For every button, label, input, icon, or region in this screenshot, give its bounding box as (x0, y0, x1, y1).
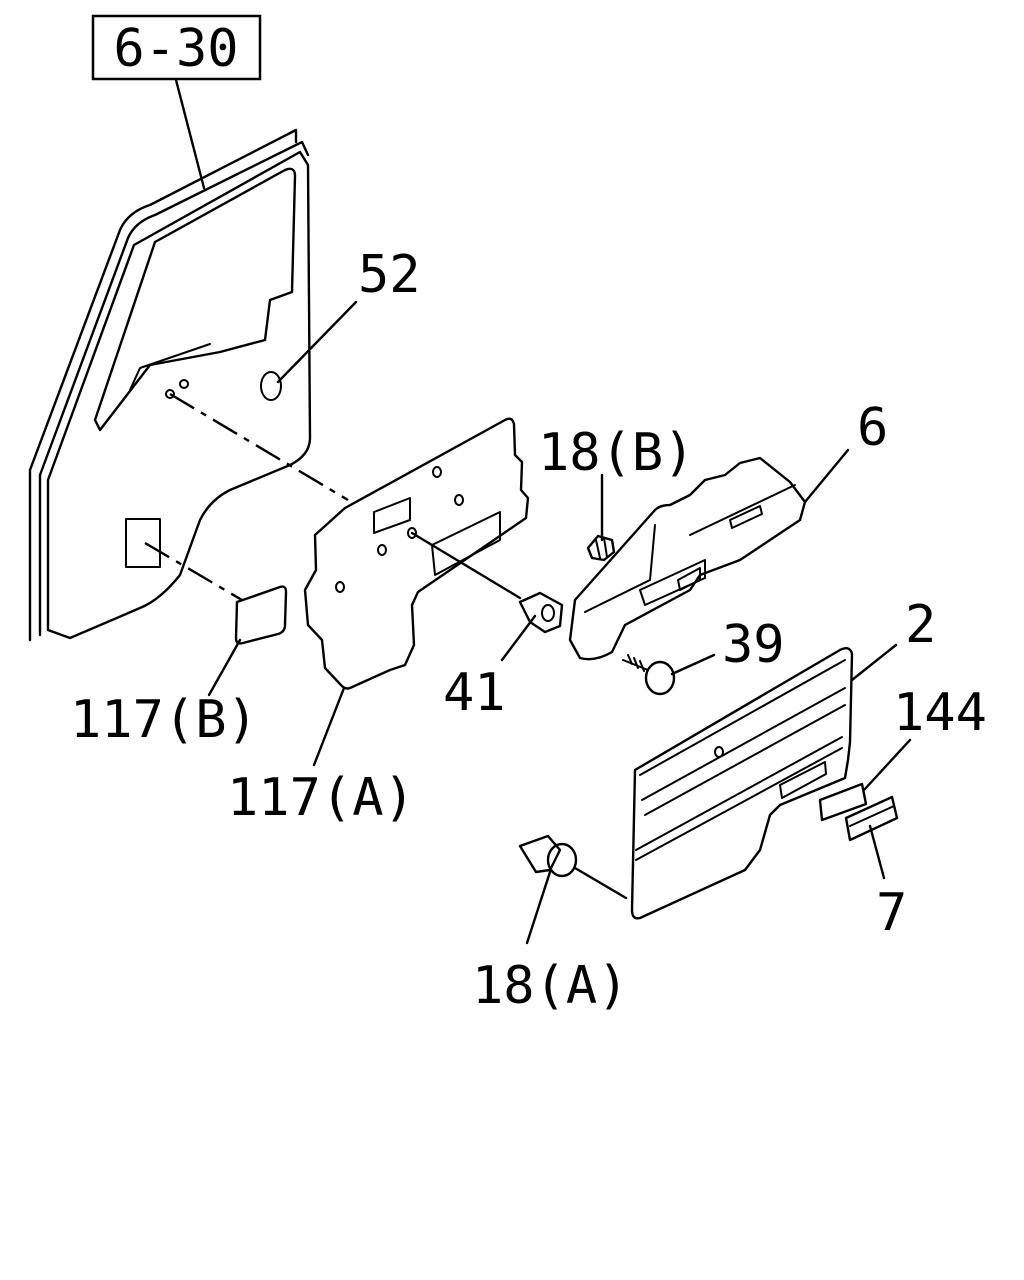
leader-line (312, 686, 346, 767)
leader-line (207, 638, 242, 697)
clip-18a (518, 834, 578, 878)
label-18b[interactable]: 18(B) (538, 423, 695, 483)
label-2[interactable]: 2 (905, 595, 936, 655)
handle-144 (818, 782, 868, 822)
label-7[interactable]: 7 (876, 883, 907, 943)
label-18a[interactable]: 18(A) (472, 956, 629, 1016)
label-52[interactable]: 52 (358, 245, 421, 305)
leader-line (174, 78, 206, 190)
leader-line (862, 738, 912, 792)
clip-18b (586, 534, 616, 562)
door-shell (28, 128, 312, 642)
sealing-sheet-117b (234, 585, 288, 645)
reference-label: 6-30 (113, 19, 238, 79)
trim-panel-2 (630, 647, 854, 920)
label-117a[interactable]: 117(A) (227, 768, 415, 828)
watershield-117a (303, 417, 530, 690)
leader-line (868, 824, 886, 880)
label-117b[interactable]: 117(B) (70, 690, 258, 750)
bezel-7 (844, 795, 899, 842)
leader-line (525, 870, 552, 945)
leader-line (803, 448, 850, 504)
guide-line (144, 541, 243, 602)
leader-line (850, 643, 898, 682)
leader-line (573, 866, 628, 900)
leader-line (276, 300, 358, 384)
screw-39 (622, 654, 676, 696)
label-144[interactable]: 144 (893, 683, 987, 743)
guide-line (169, 392, 349, 502)
label-41[interactable]: 41 (443, 663, 506, 723)
label-39[interactable]: 39 (722, 615, 785, 675)
leader-line (500, 614, 537, 662)
leader-line (670, 653, 716, 676)
label-6[interactable]: 6 (857, 398, 888, 458)
hole-plug-52 (260, 371, 282, 401)
reference-callout[interactable]: 6-30 (91, 14, 262, 81)
guide-line (410, 531, 522, 600)
